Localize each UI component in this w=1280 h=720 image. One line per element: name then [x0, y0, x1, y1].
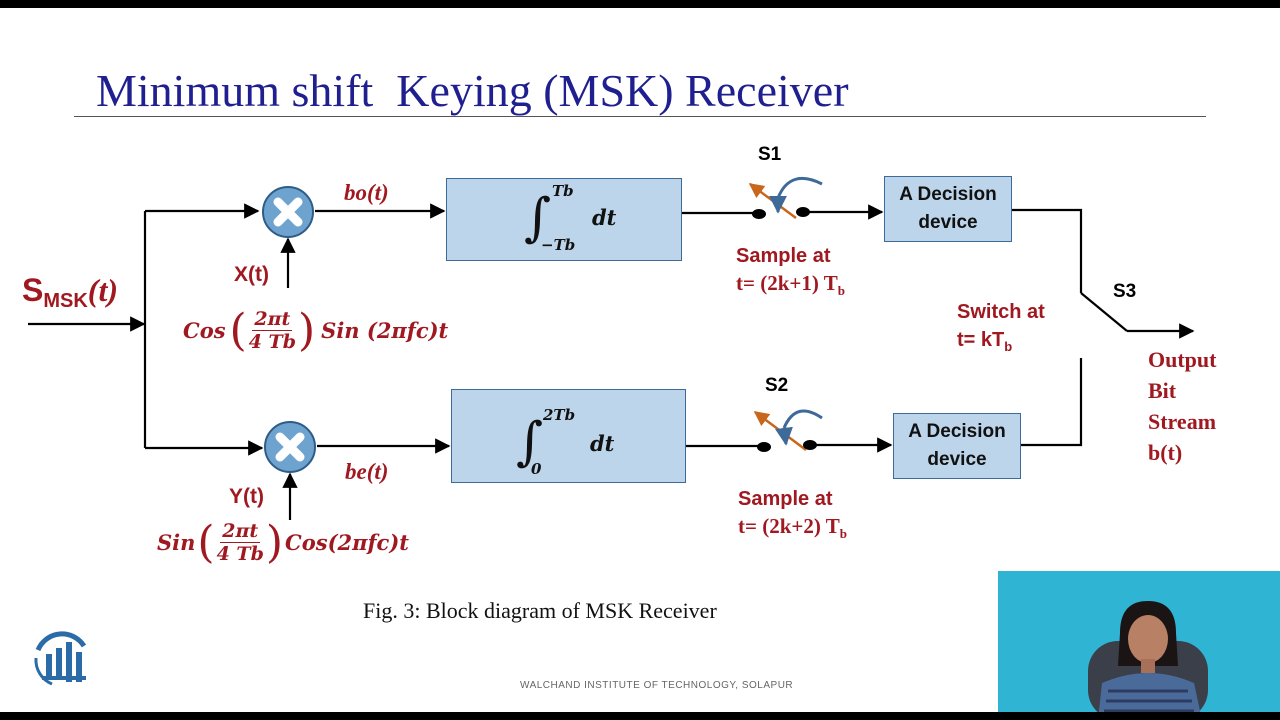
output-line2: Bit — [1148, 378, 1177, 403]
x-expr-post: Sin (2πfc)t — [321, 318, 449, 343]
presenter-figure — [998, 571, 1280, 712]
footer-text: WALCHAND INSTITUTE OF TECHNOLOGY, SOLAPU… — [520, 680, 794, 691]
x-carrier-label: X(t) — [234, 263, 269, 286]
output-line1: Output — [1148, 347, 1217, 372]
institute-logo — [34, 631, 87, 686]
figure-caption: Fig. 3: Block diagram of MSK Receiver — [363, 598, 717, 623]
x-expr-rparen: ) — [297, 304, 316, 356]
lower-integrator-block — [451, 389, 686, 483]
upper-integral-lower-limit: −Tb — [541, 236, 576, 254]
s1-label: S1 — [758, 144, 782, 165]
upper-sample-label: Sample at t= (2k+1) Tb — [736, 243, 845, 304]
y-expr-den: 4 Tb — [216, 543, 264, 565]
y-expr-post: Cos(2πfc)t — [285, 530, 409, 555]
input-signal-main: S — [22, 272, 44, 308]
lower-multiplier — [264, 421, 316, 473]
upper-integral-upper-limit: Tb — [552, 182, 574, 200]
switch-timing-line1: Switch at — [957, 301, 1045, 323]
bo-signal-label: bo(t) — [344, 180, 389, 205]
output-line3: Stream — [1148, 409, 1217, 434]
x-expr-pre: Cos — [183, 318, 226, 343]
y-expr-lparen: ( — [197, 516, 215, 568]
lower-integral-sign: ∫ — [516, 412, 544, 472]
lower-sample-sub: b — [839, 526, 847, 541]
slide-title: Minimum shift Keying (MSK) Receiver — [96, 65, 849, 116]
switch-timing-sub: b — [1004, 339, 1013, 354]
upper-integral-dt: dt — [592, 205, 617, 230]
upper-sample-line2: t= (2k+1) T — [736, 271, 838, 295]
be-signal-label: be(t) — [345, 459, 389, 484]
title-underline — [74, 116, 1206, 117]
y-expr-num: 2πt — [220, 520, 261, 543]
y-carrier-label: Y(t) — [229, 485, 264, 508]
block-diagram-wiring — [28, 176, 1195, 520]
s2-label: S2 — [765, 375, 789, 396]
lower-decision-label-1: A Decision — [908, 421, 1006, 442]
presenter-webcam — [998, 571, 1280, 712]
upper-decision-label-2: device — [918, 212, 978, 233]
lower-decision-out-wire — [1021, 358, 1083, 447]
upper-multiplier — [262, 186, 314, 238]
upper-integrator-block — [446, 178, 682, 261]
upper-decision-device: A Decision device — [884, 176, 1012, 242]
s1-sampling-switch — [748, 176, 823, 220]
lower-integral-dt: dt — [590, 431, 615, 456]
x-expr-den: 4 Tb — [248, 331, 296, 353]
output-label: Output Bit Stream b(t) — [1148, 344, 1216, 468]
output-line4: b(t) — [1148, 440, 1183, 465]
slide: Minimum shift Keying (MSK) Receiver A De… — [0, 8, 1280, 712]
upper-sample-sub: b — [837, 283, 845, 298]
lower-sample-line1: Sample at — [738, 488, 833, 510]
x-expr-lparen: ( — [229, 304, 247, 356]
s2-sampling-switch — [753, 409, 823, 452]
y-expr-rparen: ) — [265, 516, 284, 568]
upper-decision-label-1: A Decision — [899, 184, 997, 205]
input-signal-sub: MSK — [43, 290, 88, 312]
s3-label: S3 — [1113, 281, 1137, 302]
x-expr-num: 2πt — [252, 308, 293, 331]
lower-sample-label: Sample at t= (2k+2) Tb — [738, 486, 847, 547]
upper-integral-sign: ∫ — [524, 188, 552, 248]
lower-integral-upper-limit: 2Tb — [543, 406, 576, 424]
switch-timing-label: Switch at t= kTb — [957, 298, 1045, 361]
lower-decision-label-2: device — [927, 449, 987, 470]
upper-decision-out-wire — [1012, 208, 1083, 293]
lower-integral-lower-limit: 0 — [531, 460, 542, 478]
lower-sample-line2: t= (2k+2) T — [738, 514, 840, 538]
s3-switch-arm — [1080, 292, 1128, 332]
upper-sample-line1: Sample at — [736, 245, 831, 267]
y-expr-pre: Sin — [157, 530, 196, 555]
input-signal-label: SMSK(t) — [22, 272, 118, 313]
lower-decision-device: A Decision device — [893, 413, 1021, 479]
input-signal-suffix: (t) — [87, 272, 118, 308]
switch-timing-line2: t= kT — [957, 329, 1005, 351]
